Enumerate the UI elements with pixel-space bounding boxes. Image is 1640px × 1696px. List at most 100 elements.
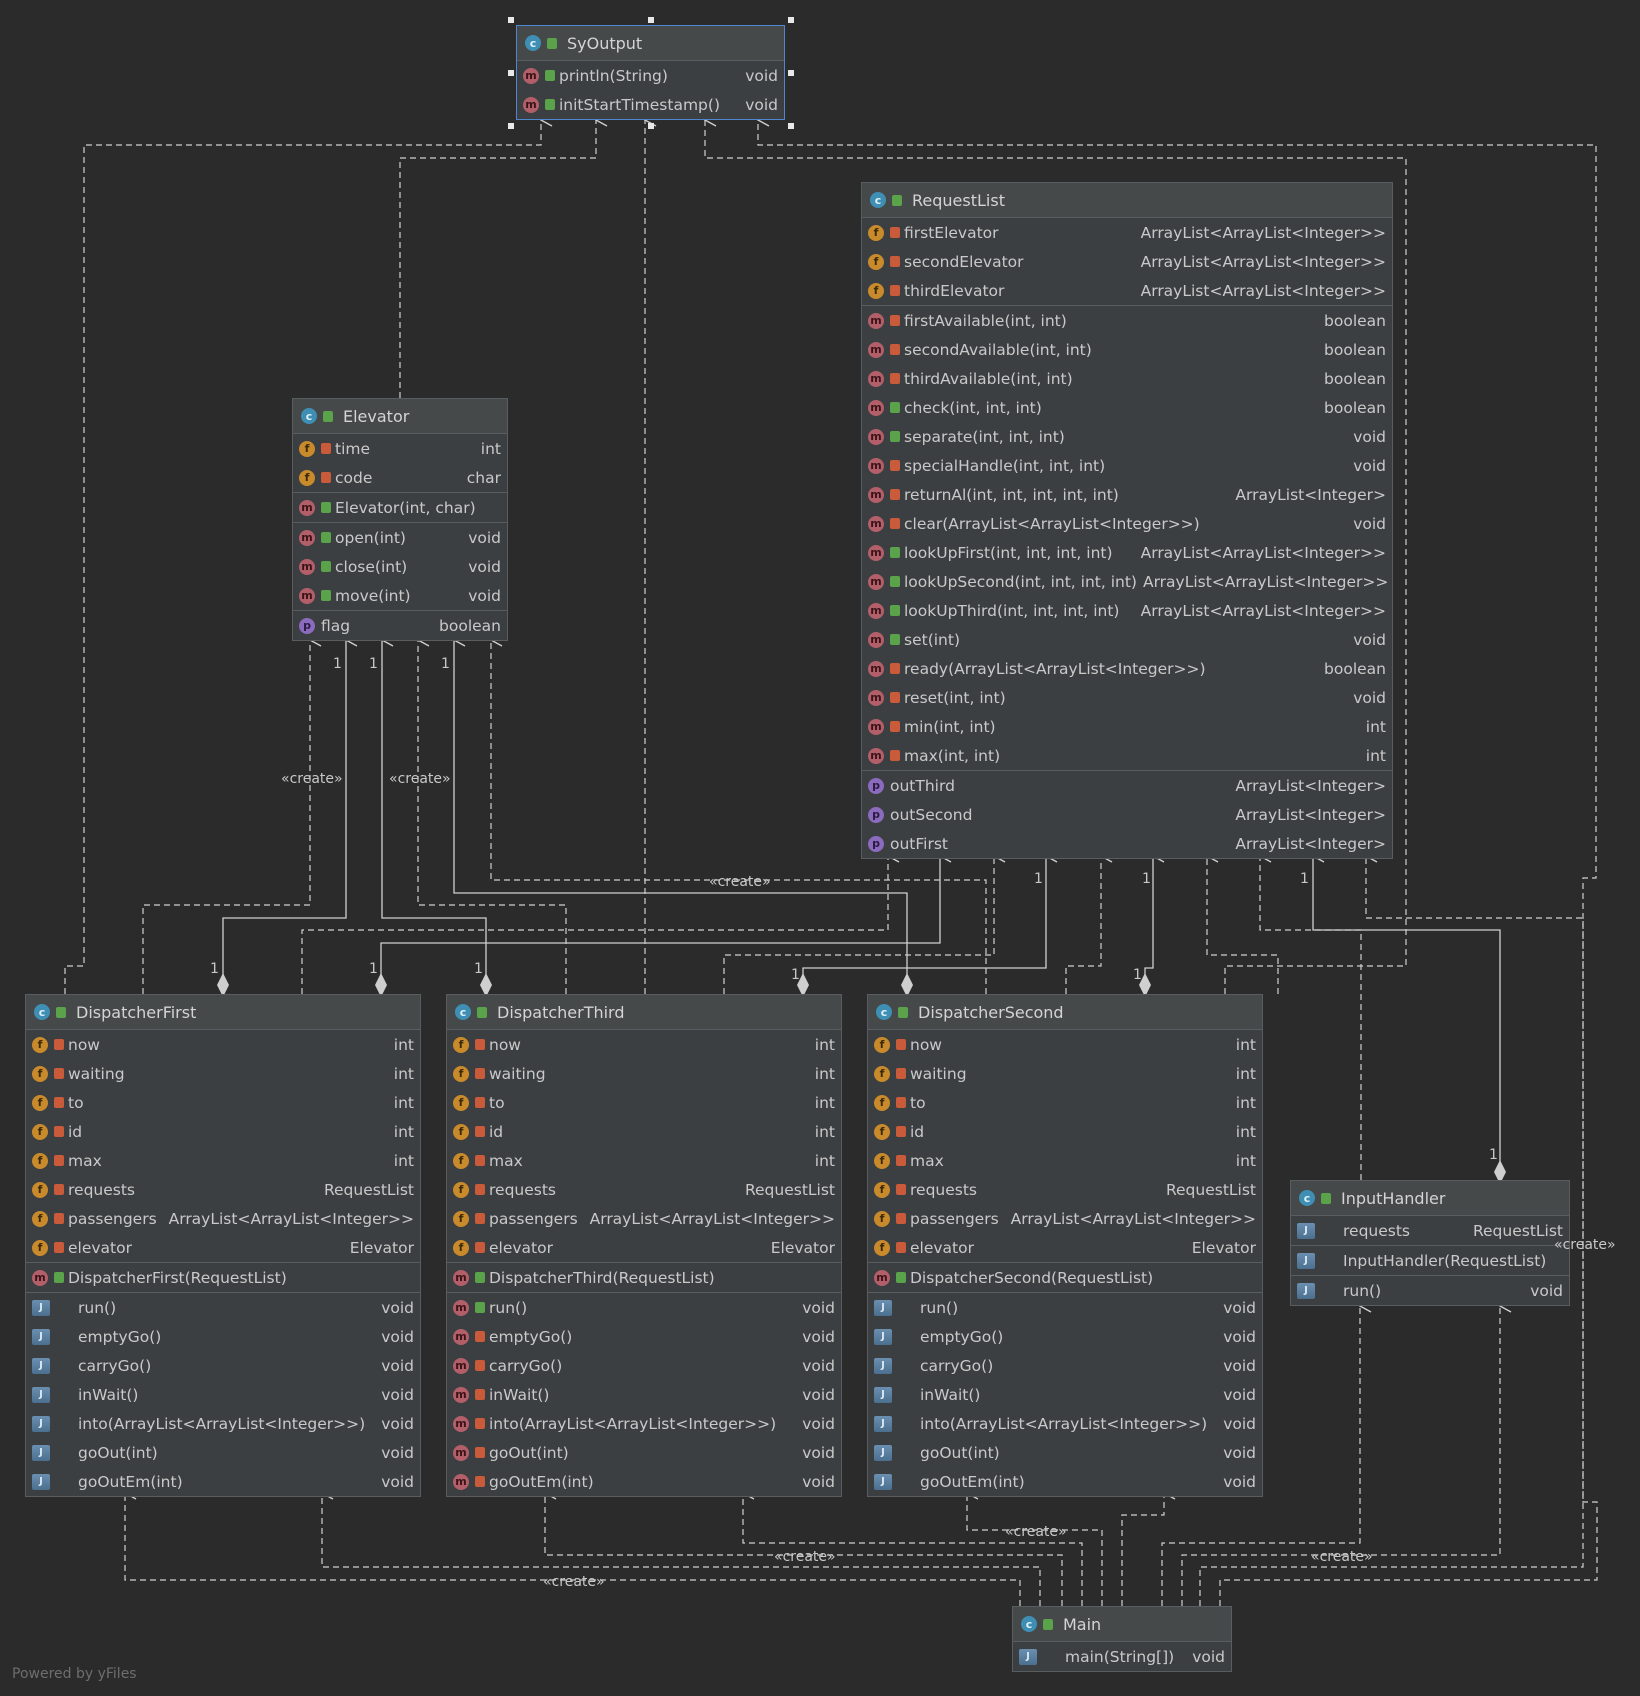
selection-handle[interactable] [508, 123, 514, 129]
selection-handle[interactable] [508, 17, 514, 23]
selection-handle[interactable] [648, 17, 654, 23]
selection-handle[interactable] [788, 123, 794, 129]
selection-handle[interactable] [788, 17, 794, 23]
selection-handle[interactable] [788, 70, 794, 76]
selection-handle[interactable] [648, 123, 654, 129]
selection-handle[interactable] [508, 70, 514, 76]
